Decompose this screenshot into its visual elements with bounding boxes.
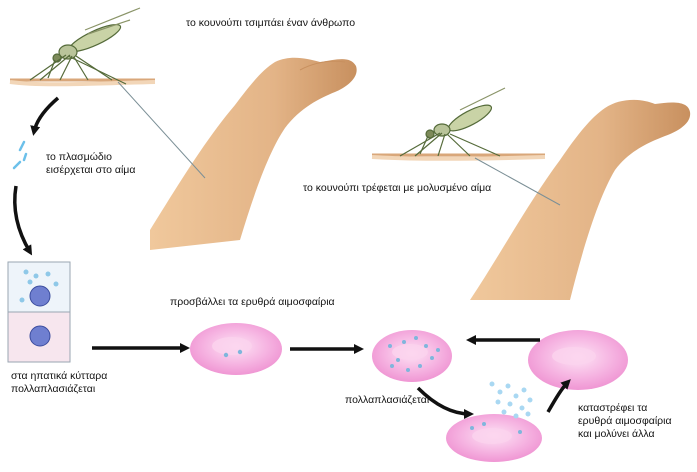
label-liver-line2: πολλαπλασιάζεται [11,383,96,395]
red-blood-cell-icon [446,414,542,462]
arrow-multiply-to-burst [416,386,474,419]
red-blood-cell-icon [372,330,452,382]
label-plasmodium-line2: εισέρχεται στο αίμα [46,164,136,176]
skin-surface-middle [371,153,546,161]
label-destroys-line2: ερυθρά αιμοσφαίρια [578,415,672,427]
liver-cell-icon [7,261,71,363]
label-plasmodium-line1: το πλασμώδιο [46,151,112,163]
mosquito-icon [29,7,141,85]
label-multiplies: πολλαπλασιάζεται [345,394,430,406]
sporozoite-icon [12,140,28,170]
merozoite-cluster [489,381,533,419]
arm-icon [117,57,357,250]
label-destroys-line1: καταστρέφει τα [578,402,648,414]
arrow-bite-to-blood [30,96,60,136]
skin-surface-top-left [9,78,156,87]
red-blood-cell-icon [190,323,282,375]
red-blood-cell-icon [528,330,628,390]
arrow-blood-to-liver [13,185,33,256]
label-attacks-rbc: προσβάλλει τα ερυθρά αιμοσφαίρια [170,296,335,308]
arrow-burst-to-new-rbc [546,379,571,413]
label-liver-line1: στα ηπατικά κύτταρα [11,370,108,382]
label-mosquito-feeds: το κουνούπι τρέφεται με μολυσμένο αίμα [303,182,492,194]
cycle-arrows [13,96,571,419]
mosquito-icon [399,87,506,157]
label-destroys-line3: και μολύνει άλλα [578,428,655,440]
label-bite-human: το κουνούπι τσιμπάει έναν άνθρωπο [186,17,356,29]
arm-icon [470,99,691,301]
